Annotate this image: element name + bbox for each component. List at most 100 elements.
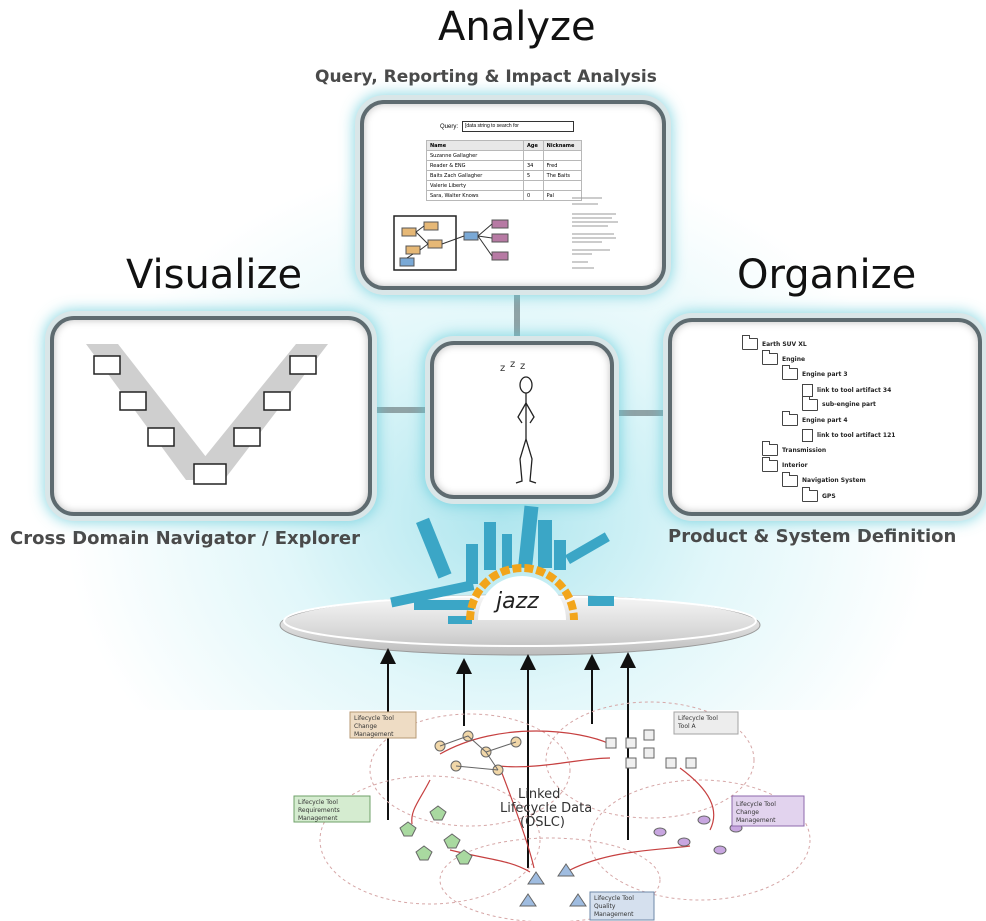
table-cell: Valerie Liberty — [426, 180, 524, 191]
tree-item-label: Engine part 4 — [802, 416, 848, 424]
tree-item-label: link to tool artifact 121 — [817, 432, 896, 440]
tree-item-label: Transmission — [782, 446, 827, 454]
tree-item-label: Interior — [782, 462, 808, 470]
tree-item[interactable]: Interior — [762, 456, 808, 472]
svg-text:z: z — [520, 361, 525, 372]
table-cell: Fred — [542, 160, 583, 171]
folder-icon — [802, 487, 818, 502]
tool-box-toola: Lifecycle Tool Tool A — [673, 711, 739, 735]
table-header-row: Name Age Nickname — [426, 140, 583, 151]
tree-item[interactable]: Navigation System — [782, 471, 866, 487]
tree-item-label: link to tool artifact 34 — [817, 386, 892, 394]
svg-text:Lifecycle Tool: Lifecycle Tool — [354, 715, 394, 722]
tree-item[interactable]: Engine part 4 — [782, 411, 848, 426]
tree-item[interactable]: GPS — [802, 487, 836, 502]
table-cell — [523, 180, 544, 191]
table-cell: Reader & ENG — [426, 160, 524, 171]
table-row[interactable]: Suzanne Gallagher — [426, 150, 583, 161]
folder-icon — [802, 395, 818, 411]
user-panel: z z z — [430, 341, 614, 499]
organize-heading: Organize — [737, 252, 917, 298]
table-cell: 0 — [523, 190, 544, 201]
connector-right — [608, 410, 668, 416]
visualize-heading: Visualize — [126, 252, 303, 298]
tree-item-label: Engine part 3 — [802, 370, 848, 378]
svg-text:Tool A: Tool A — [677, 723, 697, 730]
tree-item[interactable]: Earth SUV XL — [742, 335, 807, 350]
lifecycle-center-line3: (OSLC) — [520, 815, 565, 830]
table-cell: 5 — [523, 170, 544, 181]
svg-text:Management: Management — [298, 815, 338, 822]
tree-item[interactable]: Engine — [762, 350, 806, 366]
tree-item[interactable]: Engine part 3 — [782, 365, 848, 381]
jazz-hub: jazz — [279, 505, 761, 656]
tool-box-quality: Lifecycle Tool Quality Management — [589, 891, 655, 921]
lifecycle-diagram: Linked Lifecycle Data (OSLC) Lifecycle T… — [293, 701, 811, 921]
table-cell: 34 — [523, 160, 544, 171]
folder-icon — [762, 441, 778, 457]
connector-top — [514, 290, 520, 342]
svg-text:Requirements: Requirements — [298, 807, 340, 814]
folder-icon — [742, 335, 758, 350]
table-cell — [542, 180, 583, 191]
tree-item-label: Engine — [782, 355, 806, 363]
folder-icon — [762, 350, 778, 366]
query-input[interactable]: [data string to search for — [462, 121, 574, 132]
tree-item-label: sub-engine part — [822, 401, 876, 409]
column-header[interactable]: Nickname — [542, 140, 583, 151]
svg-text:Management: Management — [594, 911, 634, 918]
tree-item[interactable]: link to tool artifact 34 — [802, 383, 892, 397]
thinking-person-icon: z z z — [500, 359, 537, 484]
lifecycle-center-line1: Linked — [518, 787, 560, 802]
tool-box-requirements: Lifecycle Tool Requirements Management — [293, 795, 371, 823]
folder-icon — [782, 411, 798, 426]
document-icon — [802, 429, 813, 443]
tree-item-label: GPS — [822, 492, 836, 500]
svg-text:Lifecycle Tool: Lifecycle Tool — [678, 715, 718, 722]
document-icon — [802, 383, 813, 397]
svg-text:Management: Management — [736, 817, 776, 824]
tree-item[interactable]: Transmission — [762, 441, 827, 457]
table-cell: Pal — [542, 190, 583, 201]
svg-text:Change: Change — [736, 809, 759, 816]
svg-text:Management: Management — [354, 731, 394, 738]
table-row[interactable]: Valerie Liberty — [426, 180, 583, 191]
column-header[interactable]: Age — [523, 140, 544, 151]
table-cell: Baits Zach Gallagher — [426, 170, 524, 181]
impact-diagram — [393, 215, 509, 271]
report-text-lines — [572, 197, 618, 269]
query-results-table: Name Age Nickname Suzanne Gallagher Read… — [426, 140, 583, 201]
lifecycle-center-line2: Lifecycle Data — [500, 801, 592, 816]
table-cell — [542, 150, 583, 161]
table-cell: Sara, Walter Knows — [426, 190, 524, 201]
folder-icon — [782, 471, 798, 487]
organize-subtitle: Product & System Definition — [668, 526, 957, 547]
svg-text:z: z — [500, 363, 505, 374]
analyze-panel: Query: [data string to search for Name A… — [360, 100, 666, 290]
tree-item[interactable]: link to tool artifact 121 — [802, 429, 896, 443]
svg-text:Change: Change — [354, 723, 377, 730]
visualize-subtitle: Cross Domain Navigator / Explorer — [10, 528, 360, 549]
table-cell: The Baits — [542, 170, 583, 181]
column-header[interactable]: Name — [426, 140, 524, 151]
folder-icon — [782, 365, 798, 381]
svg-text:Lifecycle Tool: Lifecycle Tool — [298, 799, 338, 806]
v-model-diagram — [86, 344, 328, 485]
table-cell: Suzanne Gallagher — [426, 150, 524, 161]
tree-item[interactable]: sub-engine part — [802, 395, 876, 411]
tree-item-label: Earth SUV XL — [762, 340, 807, 348]
tree-item-label: Navigation System — [802, 477, 866, 485]
tool-box-change: Lifecycle Tool Change Management — [349, 711, 417, 739]
svg-text:Lifecycle Tool: Lifecycle Tool — [594, 895, 634, 902]
svg-text:Lifecycle Tool: Lifecycle Tool — [736, 801, 776, 808]
folder-icon — [762, 456, 778, 472]
table-cell — [523, 150, 544, 161]
visualize-panel — [50, 316, 372, 516]
analyze-heading: Analyze — [438, 4, 596, 50]
svg-text:z: z — [510, 359, 515, 370]
